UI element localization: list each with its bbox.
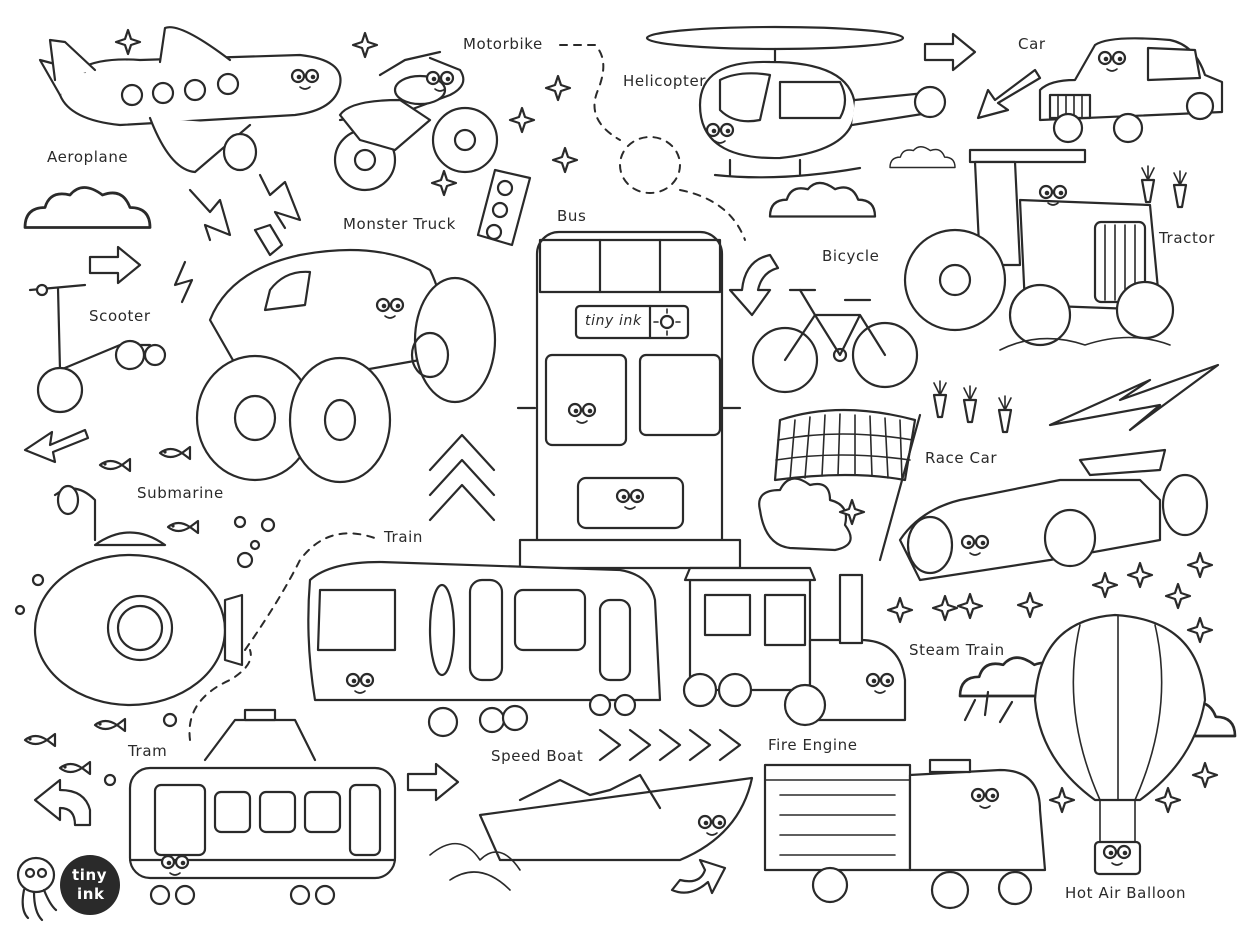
label-helicopter: Helicopter <box>623 72 707 90</box>
bicycle-illustration <box>751 288 919 394</box>
label-scooter: Scooter <box>89 307 151 325</box>
hot-air-balloon-illustration <box>1033 613 1207 876</box>
fire-engine-illustration <box>763 758 1047 910</box>
label-motorbike: Motorbike <box>463 35 543 53</box>
label-bicycle: Bicycle <box>822 247 880 265</box>
race-car-illustration <box>898 448 1209 582</box>
label-tractor: Tractor <box>1159 229 1215 247</box>
traffic-light-illustration <box>476 168 532 247</box>
label-race-car: Race Car <box>925 449 998 467</box>
logo-text-line2: ink <box>77 885 105 903</box>
label-submarine: Submarine <box>137 484 224 502</box>
bus-illustration <box>516 230 742 570</box>
logo-text-line1: tiny <box>72 866 108 884</box>
label-car: Car <box>1018 35 1046 53</box>
speed-boat-illustration <box>429 773 754 891</box>
tiny-ink-logo <box>16 855 120 922</box>
label-tram: Tram <box>128 742 168 760</box>
tractor-illustration <box>903 148 1175 351</box>
tram-illustration <box>128 708 397 906</box>
label-speed-boat: Speed Boat <box>491 747 584 765</box>
submarine-illustration <box>33 484 244 707</box>
car-illustration <box>1038 37 1224 144</box>
label-steam-train: Steam Train <box>909 641 1005 659</box>
aeroplane-illustration <box>38 26 342 174</box>
train-illustration <box>307 560 662 738</box>
helicopter-illustration <box>645 25 947 179</box>
label-aeroplane: Aeroplane <box>47 148 129 166</box>
monster-truck-illustration <box>195 223 497 484</box>
steam-train-illustration <box>682 566 907 727</box>
bus-sign-text: tiny ink <box>585 313 642 329</box>
label-monster-truck: Monster Truck <box>343 215 456 233</box>
label-train: Train <box>384 528 423 546</box>
label-fire-engine: Fire Engine <box>768 736 858 754</box>
scooter-illustration <box>28 283 167 414</box>
motorbike-illustration <box>333 50 499 192</box>
checkered-flag-illustration <box>773 408 922 562</box>
label-bus: Bus <box>557 207 587 225</box>
label-hot-air-balloon: Hot Air Balloon <box>1065 884 1187 902</box>
